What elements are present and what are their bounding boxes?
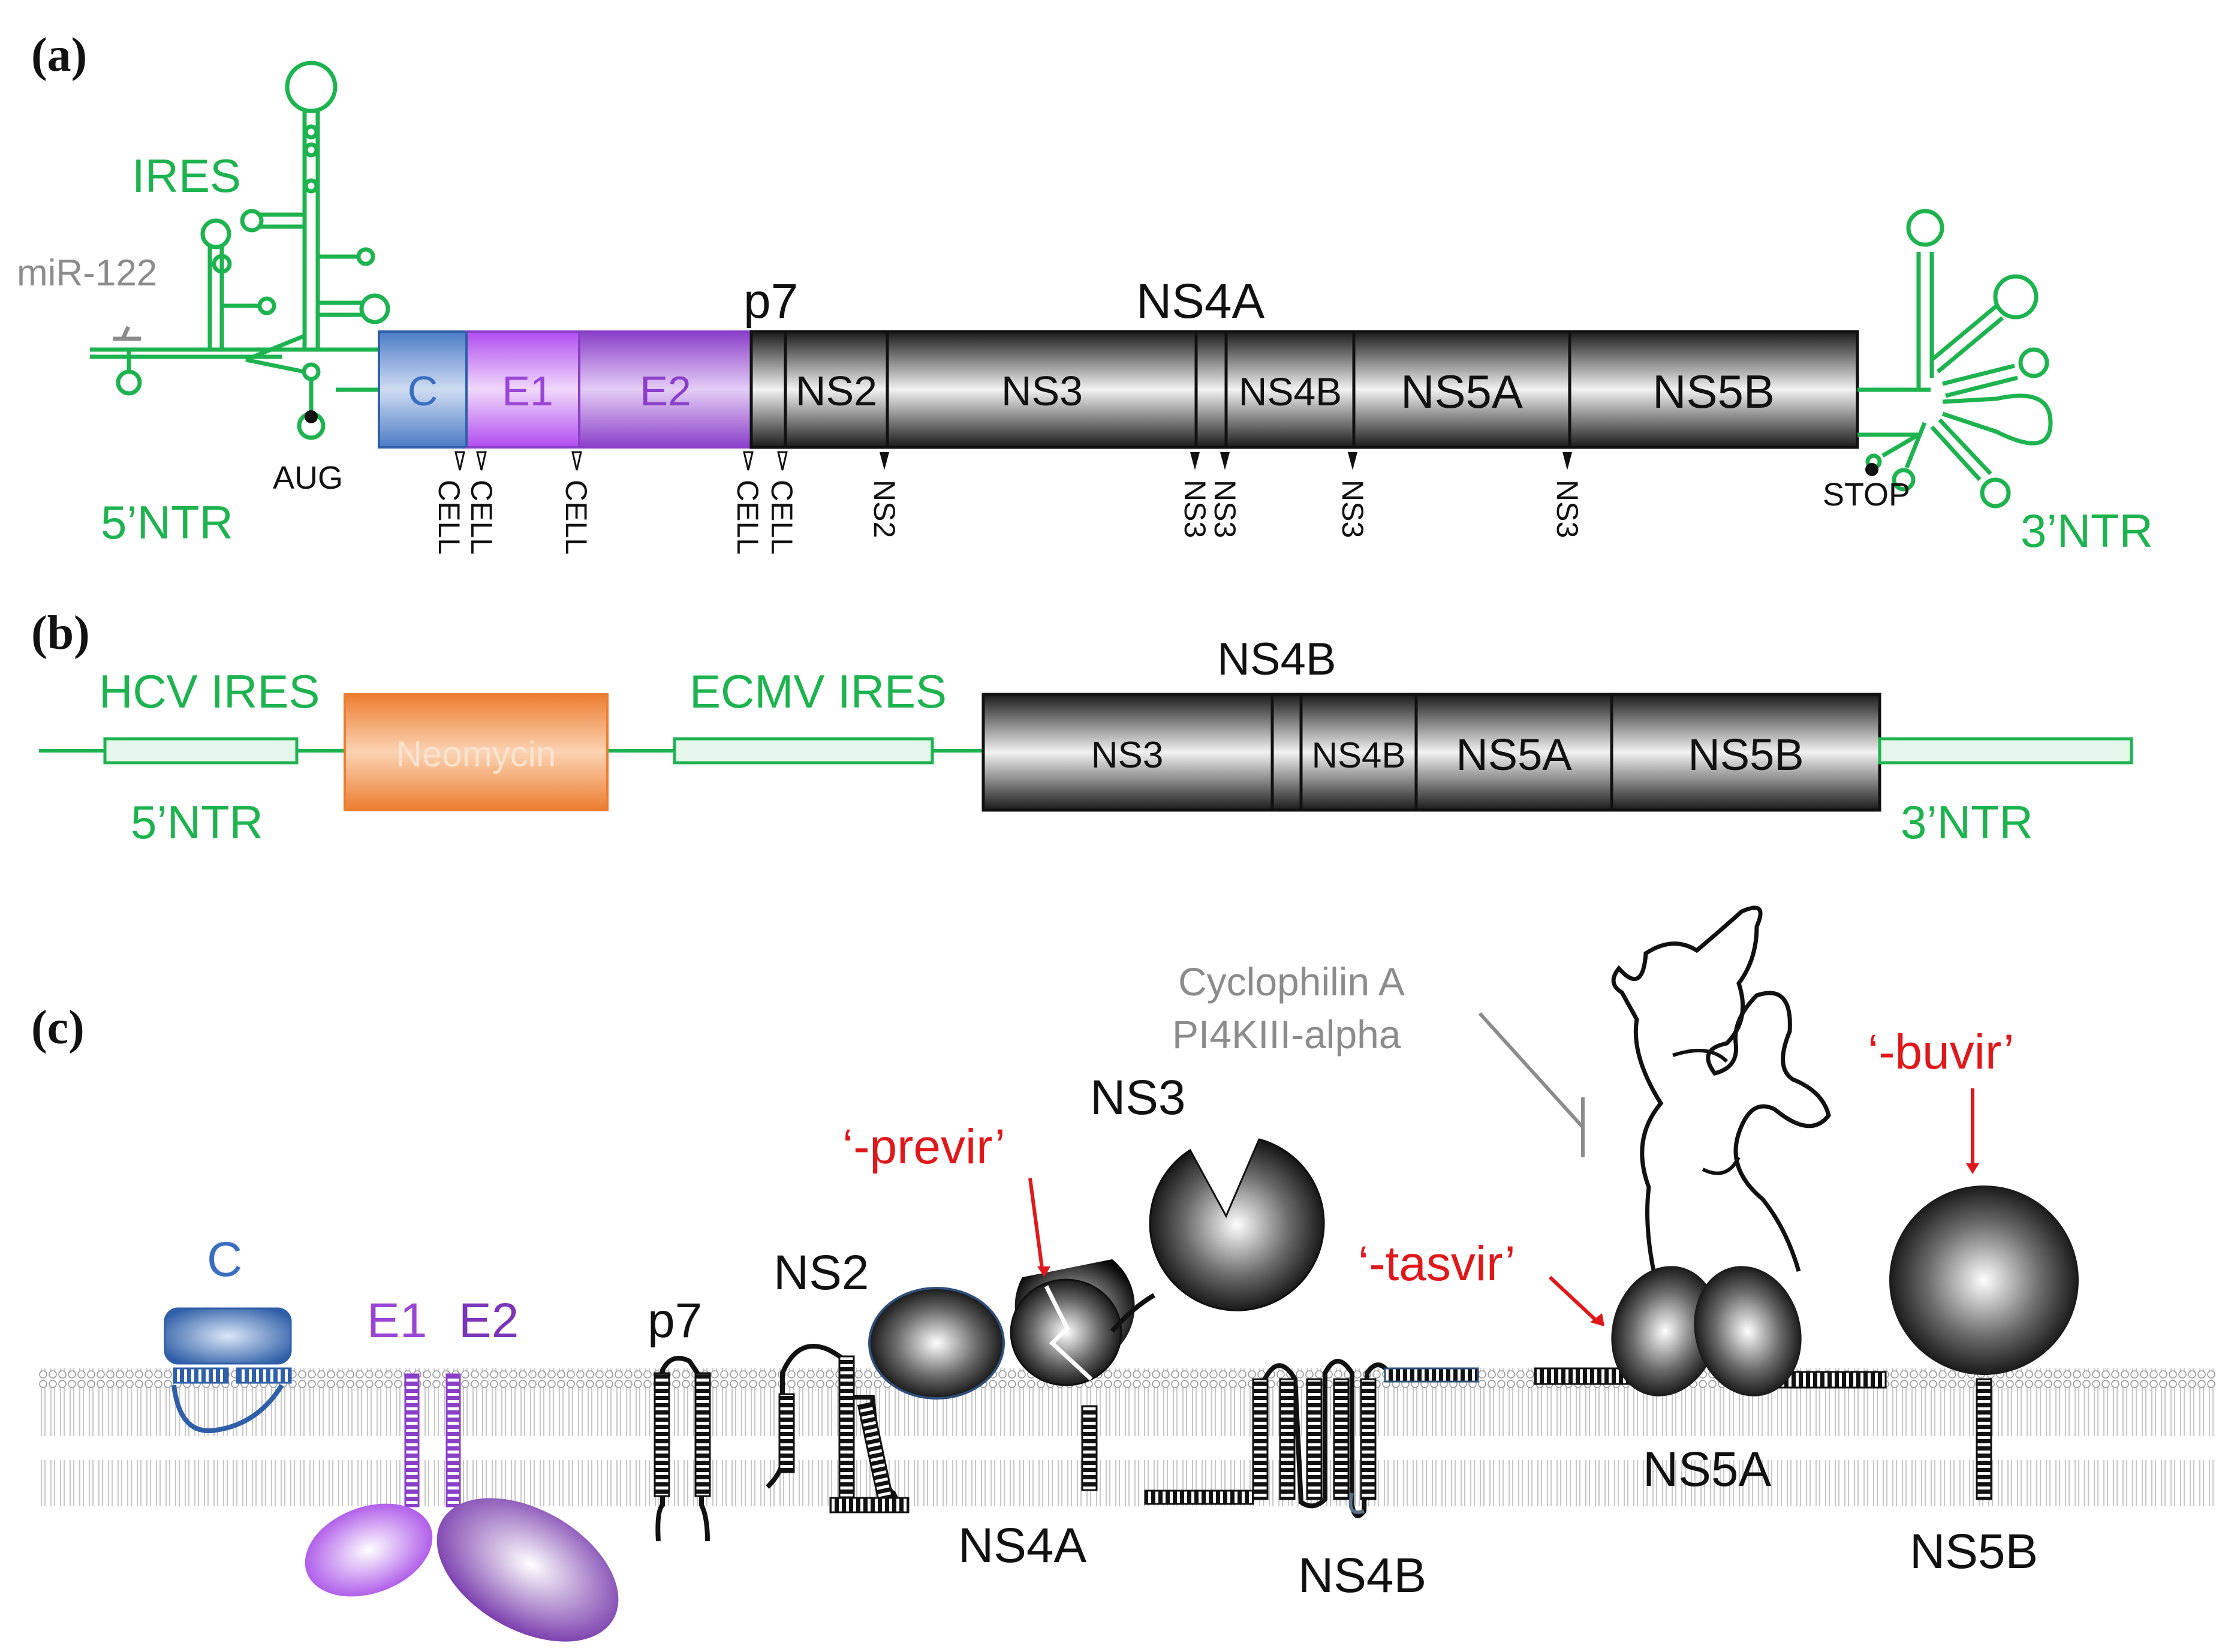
cleavage-cell-2: CELL xyxy=(465,480,498,555)
buvir-arrow xyxy=(1966,1088,1979,1174)
cleavage-markers xyxy=(454,451,1572,471)
segment-ns4b-label: NS4B xyxy=(1239,369,1342,414)
ires-5-structure xyxy=(90,61,390,440)
segment-b-ns5a-label: NS5A xyxy=(1456,730,1572,780)
e1-label-c: E1 xyxy=(367,1293,427,1348)
panel-a-label: (a) xyxy=(31,29,87,82)
e2-label-c: E2 xyxy=(459,1293,519,1348)
ecmv-ires-label: ECMV IRES xyxy=(690,665,947,718)
segment-c-label: C xyxy=(408,368,438,414)
ntr-3-structure xyxy=(1857,209,2053,508)
segment-e2-label: E2 xyxy=(640,368,691,414)
tasvir-label: ‘-tasvir’ xyxy=(1358,1236,1516,1291)
ns5b-label-c: NS5B xyxy=(1910,1524,2038,1579)
previr-arrow xyxy=(1028,1178,1050,1277)
buvir-label: ‘-buvir’ xyxy=(1868,1025,2015,1079)
ns3-ns4a-protease xyxy=(1010,1259,1155,1491)
ntr3-label-b: 3’NTR xyxy=(1901,796,2033,848)
ns4b-label-c: NS4B xyxy=(1298,1548,1426,1603)
ntr3-box-b xyxy=(1878,737,2133,765)
tasvir-arrow xyxy=(1548,1275,1604,1326)
ntr5-label-b: 5’NTR xyxy=(131,796,263,848)
mir-122-label: miR-122 xyxy=(17,252,157,294)
segment-ns2-label: NS2 xyxy=(796,368,877,414)
stop-label: STOP xyxy=(1823,477,1910,513)
ns-bar-b xyxy=(981,693,1881,812)
ns4b-protein xyxy=(1144,1359,1479,1518)
segment-ns5b-label: NS5B xyxy=(1652,365,1775,418)
mir-122-inhibition-symbol xyxy=(113,326,141,341)
cleavage-ns3-4: NS3 xyxy=(1550,480,1584,538)
ns2-label-c: NS2 xyxy=(773,1245,869,1300)
cleavage-cell-3: CELL xyxy=(559,480,593,555)
panel-b-label: (b) xyxy=(31,607,90,660)
ns4a-label-c: NS4A xyxy=(958,1518,1087,1573)
e1-e2-glycoproteins xyxy=(305,1373,619,1642)
segment-e1-label: E1 xyxy=(502,368,553,414)
cleavage-cell-5: CELL xyxy=(765,480,799,555)
cleavage-ns3-3: NS3 xyxy=(1336,480,1369,538)
core-protein xyxy=(164,1307,292,1434)
ns5a-label-c: NS5A xyxy=(1643,1442,1772,1497)
segment-b-ns4b-label: NS4B xyxy=(1312,735,1406,775)
neomycin-box xyxy=(344,693,609,811)
segment-ns5a-label: NS5A xyxy=(1401,365,1523,418)
panel-c-label: (c) xyxy=(31,1001,85,1054)
hcv-ires-label: HCV IRES xyxy=(99,665,320,718)
stop-dot xyxy=(1865,463,1878,476)
ns3-label-c: NS3 xyxy=(1090,1070,1186,1125)
p7-protein xyxy=(654,1356,711,1542)
replicon-construct: Neomycin NS3 NS4B NS5A NS5B xyxy=(39,693,2133,812)
ires-label: IRES xyxy=(132,149,241,202)
ns3-helicase-pacman xyxy=(1149,1138,1325,1311)
ntr3-label-a: 3’NTR xyxy=(2021,504,2153,557)
cleavage-ns2: NS2 xyxy=(868,480,901,538)
cyclophilin-label: Cyclophilin A xyxy=(1178,959,1405,1004)
cleavage-labels: CELL CELL CELL CELL CELL NS2 NS3 NS3 NS3… xyxy=(432,480,1584,555)
ns5b-polymerase xyxy=(1889,1185,2079,1500)
cleavage-cell-4: CELL xyxy=(731,480,764,555)
ns4b-top-label-b: NS4B xyxy=(1217,634,1336,685)
cleavage-ns3-2: NS3 xyxy=(1208,480,1242,538)
ns4a-label-a: NS4A xyxy=(1136,274,1265,329)
segment-e1 xyxy=(465,330,580,449)
p7-label-c: p7 xyxy=(648,1293,702,1348)
segment-e2 xyxy=(578,330,752,449)
host-factor-inhibition xyxy=(1478,1012,1585,1157)
polyprotein-bar-a: C E1 E2 NS2 NS3 NS4B NS5A NS5B xyxy=(336,330,1859,449)
c-label-c: C xyxy=(207,1232,242,1287)
p7-label-a: p7 xyxy=(743,274,798,329)
previr-label: ‘-previr’ xyxy=(842,1120,1005,1174)
ns5a-protein xyxy=(1534,905,1887,1397)
segment-nonstructural xyxy=(749,330,1859,449)
aug-label: AUG xyxy=(273,460,343,496)
membrane-bilayer xyxy=(39,1368,2215,1506)
segment-b-ns5b-label: NS5B xyxy=(1688,730,1804,780)
hcv-ires-box xyxy=(103,737,299,765)
ns2-protein xyxy=(766,1287,1005,1513)
ntr5-label-a: 5’NTR xyxy=(101,496,233,549)
aug-dot xyxy=(305,410,318,423)
segment-ns3-label: NS3 xyxy=(1001,368,1083,414)
cleavage-cell-1: CELL xyxy=(432,480,466,555)
neomycin-label: Neomycin xyxy=(396,734,556,774)
cleavage-ns3-1: NS3 xyxy=(1178,480,1212,538)
segment-b-ns3-label: NS3 xyxy=(1091,735,1164,776)
segment-c xyxy=(378,330,468,449)
ecmv-ires-box xyxy=(673,737,934,765)
pi4k-label: PI4KIII-alpha xyxy=(1172,1012,1401,1057)
